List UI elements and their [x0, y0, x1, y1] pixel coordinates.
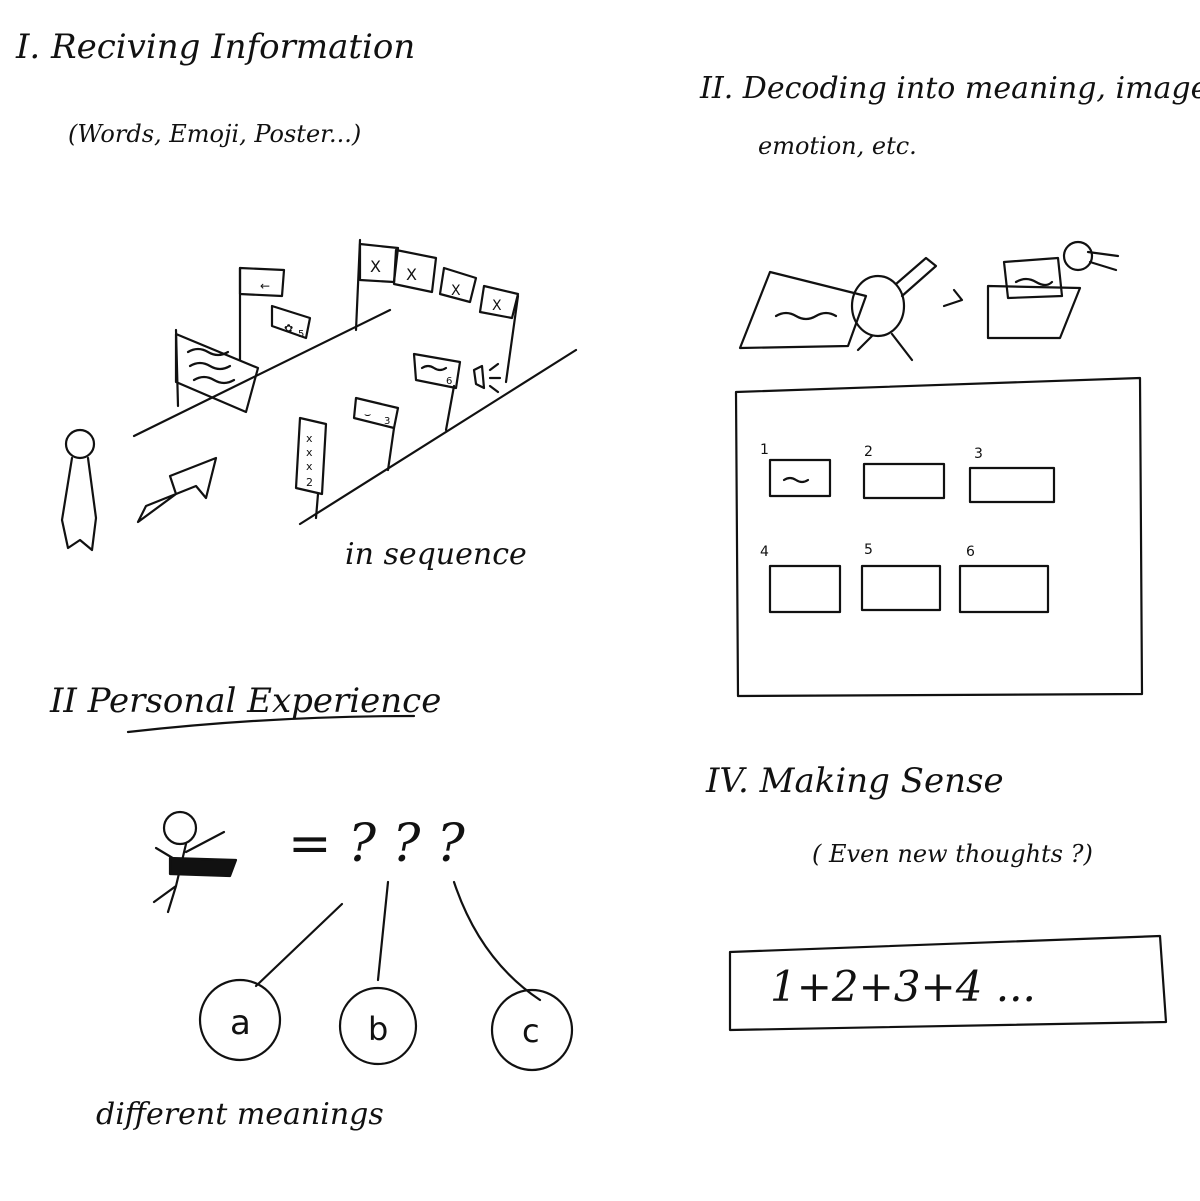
option-b-circle [338, 986, 418, 1066]
person-body-icon [60, 456, 98, 552]
frame-number-2: 2 [864, 444, 873, 460]
frame-1 [768, 458, 832, 498]
personal-experience-scene: a b c [152, 810, 574, 1072]
runner-body-icon [152, 842, 188, 914]
frame-4 [768, 564, 842, 614]
svg-text:⌣: ⌣ [364, 408, 371, 421]
option-b-label: b [368, 1010, 388, 1048]
banner-mark-4: 2 [306, 476, 313, 489]
option-c-circle [490, 988, 574, 1072]
output-head-icon [1062, 240, 1094, 272]
branch-line-c [452, 880, 542, 1002]
runner-head-icon [162, 810, 198, 846]
sign-mark-6: 6 [446, 376, 452, 387]
section-1-subtitle: (Words, Emoji, Poster...) [68, 120, 362, 148]
section-2-title: II. Decoding into meaning, image [700, 71, 1200, 106]
title-underline [126, 714, 416, 734]
flag-arrow [238, 266, 286, 298]
transform-arrow-icon [942, 288, 964, 308]
input-paper [738, 270, 868, 350]
section-2-subtitle: emotion, etc. [758, 132, 917, 160]
comic-panel-frame: 1 2 3 4 5 6 [734, 376, 1144, 698]
sign-mark-5: 5 [298, 329, 304, 340]
sign-mark-x2: X [406, 265, 417, 284]
sum-box [728, 934, 1168, 1032]
sign-mark-arrow: ← [260, 279, 270, 293]
sign-mark-x1: X [370, 257, 381, 276]
section-3-title: II Personal Experience [50, 681, 442, 721]
flag-emoji-5 [270, 304, 312, 340]
frame-number-3: 3 [974, 446, 983, 462]
decoder-head-icon [850, 274, 906, 338]
decoder-arm [894, 256, 938, 298]
option-a-circle [198, 978, 282, 1062]
frame-3 [968, 466, 1056, 504]
sum-expression: 1+2+3+4 ... [770, 962, 1036, 1011]
section-1-caption: in sequence [345, 537, 527, 572]
runner-scarf-icon [168, 856, 238, 878]
option-a-label: a [230, 1003, 251, 1043]
banner-mark-1: x [306, 432, 313, 445]
frame-2 [862, 462, 946, 500]
street-scene: ← ✿ 5 X X X X 6 ⌣ 3 x x x 2 [60, 238, 578, 552]
panel-outer-border [734, 376, 1144, 698]
sign-mark-x4: X [492, 298, 502, 314]
frame-number-6: 6 [966, 544, 975, 560]
frame-number-5: 5 [864, 542, 873, 558]
sign-mark-3: 3 [384, 416, 390, 427]
street-line-front [298, 348, 578, 526]
branch-line-b [376, 880, 390, 982]
output-image [1002, 256, 1064, 300]
banner-mark-2: x [306, 446, 313, 459]
sign-emoji-3 [352, 396, 400, 430]
section-4-title: IV. Making Sense [706, 761, 1004, 801]
person-head-icon [64, 428, 96, 460]
poster-board [174, 332, 260, 414]
question-equation: = ? ? ? [288, 814, 465, 874]
vertical-banner [294, 416, 328, 496]
banner-mark-3: x [306, 460, 313, 473]
forward-arrow-icon [136, 456, 218, 524]
frame-number-4: 4 [760, 544, 769, 560]
decoding-scene [738, 240, 1120, 362]
output-box [986, 284, 1082, 340]
speaker-icon [472, 364, 486, 390]
svg-text:✿: ✿ [284, 322, 293, 335]
section-4-subtitle: ( Even new thoughts ?) [812, 840, 1093, 868]
frame-6 [958, 564, 1050, 614]
branch-line-a [254, 902, 344, 988]
sign-mark-x3: X [451, 283, 461, 299]
frame-number-1: 1 [760, 442, 769, 458]
frame-5 [860, 564, 942, 612]
section-3-caption: different meanings [96, 1097, 384, 1132]
sign-wavy-6 [412, 352, 462, 390]
option-c-label: c [522, 1012, 540, 1050]
street-line-back [132, 308, 392, 438]
x-row-pole-right [504, 294, 520, 384]
section-1-title: I. Reciving Information [16, 27, 416, 67]
